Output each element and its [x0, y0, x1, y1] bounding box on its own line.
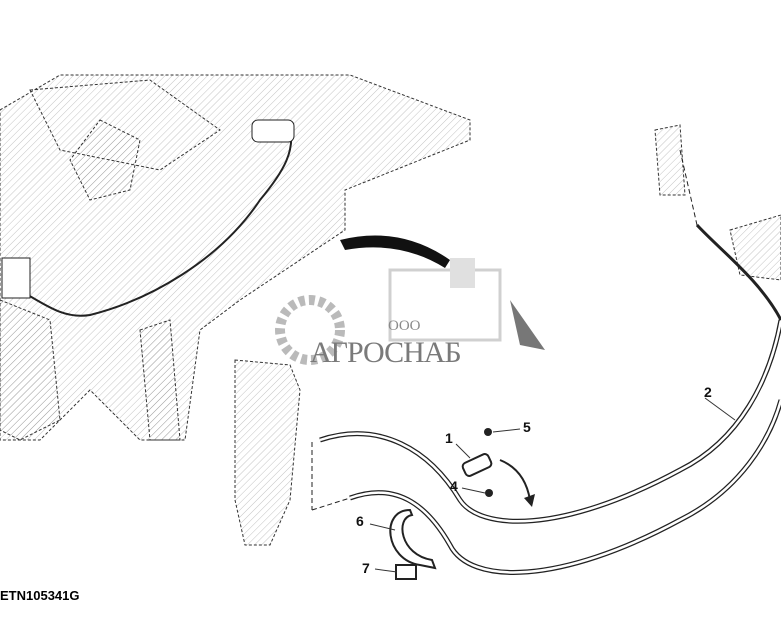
part-4-nut [485, 489, 493, 497]
figure-id: ETN105341G [0, 588, 80, 603]
direction-arrow [340, 235, 450, 268]
watermark-logo [275, 258, 502, 365]
callout-7: 7 [362, 560, 370, 576]
watermark-prefix: ООО [388, 318, 421, 334]
hose-to-reservoir [695, 223, 781, 321]
washer-pump [251, 119, 295, 143]
callout-1: 1 [445, 430, 453, 446]
part-1-grommet [461, 453, 493, 477]
part-7-clip [395, 564, 417, 580]
watermark-name: АГРОСНАБ [310, 336, 462, 369]
direction-arrow-tip [510, 300, 545, 350]
callout-5: 5 [523, 419, 531, 435]
callout-2: 2 [704, 384, 712, 400]
machine-wire [9, 127, 293, 317]
part-5-screw [484, 428, 492, 436]
part-6-clamp [389, 508, 437, 570]
machine-body-illustration [0, 74, 781, 546]
reservoir-pump [1, 257, 31, 299]
leader-lines [369, 397, 736, 573]
callout-6: 6 [356, 513, 364, 529]
callout-4: 4 [450, 478, 458, 494]
hose-lower [349, 399, 781, 575]
